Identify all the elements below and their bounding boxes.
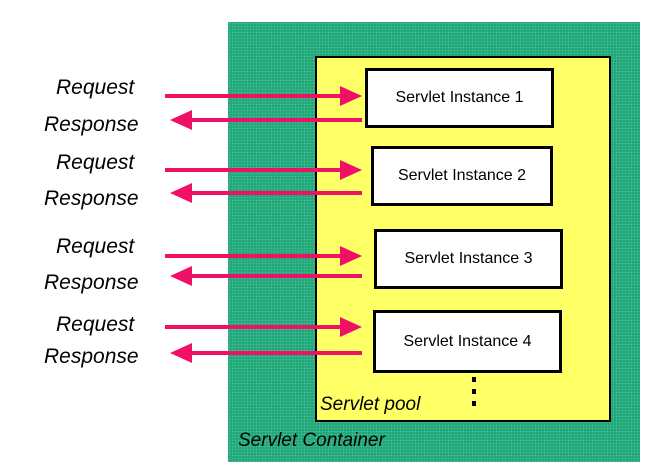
response-arrow-4 xyxy=(170,343,362,363)
servlet-instance-3: Servlet Instance 3 xyxy=(374,229,563,289)
servlet-instance-4: Servlet Instance 4 xyxy=(373,310,562,373)
request-arrow-2 xyxy=(165,160,362,180)
request-arrow-4 xyxy=(165,317,362,337)
servlet-container-label: Servlet Container xyxy=(238,430,385,451)
request-label-4: Request xyxy=(56,313,135,336)
request-arrow-3 xyxy=(165,246,362,266)
more-instances-ellipsis xyxy=(472,377,476,406)
servlet-instance-1: Servlet Instance 1 xyxy=(365,68,554,128)
response-label-4: Response xyxy=(44,345,139,368)
response-label-1: Response xyxy=(44,113,139,136)
servlet-instance-label: Servlet Instance 3 xyxy=(404,250,533,267)
response-arrow-2 xyxy=(170,183,362,203)
request-label-3: Request xyxy=(56,235,135,258)
servlet-instance-label: Servlet Instance 1 xyxy=(395,89,524,106)
response-arrow-1 xyxy=(170,110,362,130)
response-label-2: Response xyxy=(44,187,139,210)
response-arrow-3 xyxy=(170,266,362,286)
servlet-pool-label: Servlet pool xyxy=(320,394,421,415)
request-label-2: Request xyxy=(56,151,135,174)
request-arrow-1 xyxy=(165,86,362,106)
servlet-instance-2: Servlet Instance 2 xyxy=(371,146,553,206)
servlet-instance-label: Servlet Instance 2 xyxy=(397,167,527,184)
response-label-3: Response xyxy=(44,271,139,294)
servlet-instance-label: Servlet Instance 4 xyxy=(403,332,532,350)
request-label-1: Request xyxy=(56,76,135,99)
